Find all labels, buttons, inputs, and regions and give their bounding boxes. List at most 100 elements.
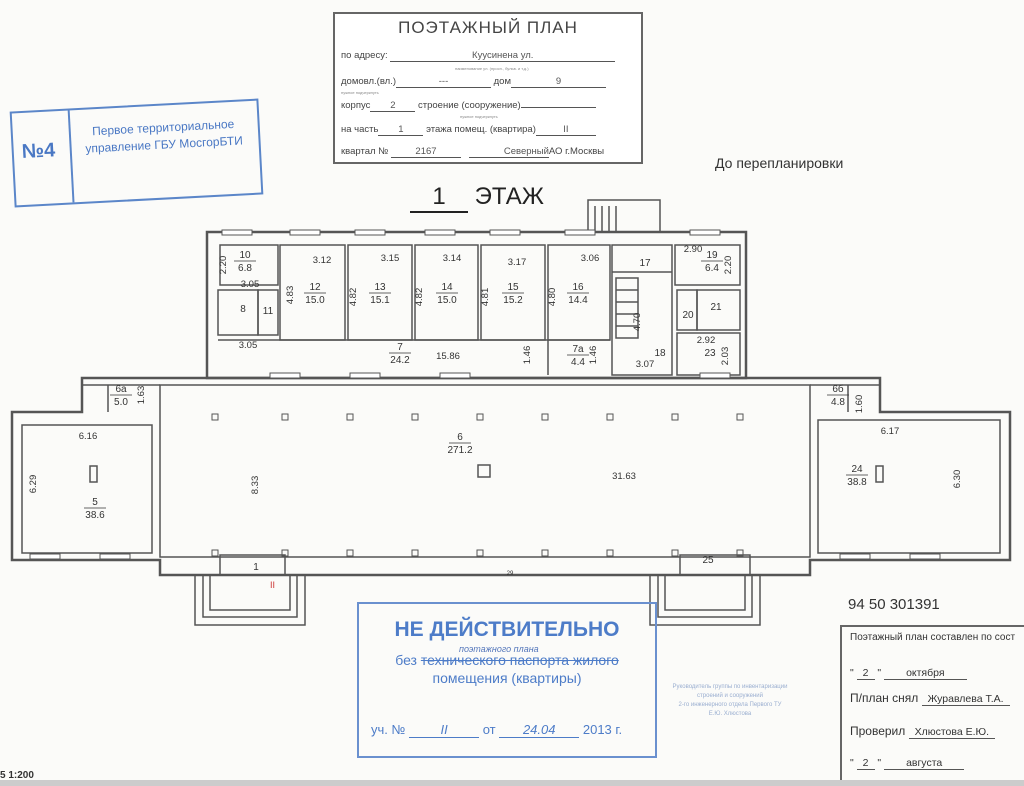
line1-struck: технического паспорта жилого	[420, 652, 619, 668]
room-number: 10	[239, 250, 251, 261]
walls	[10, 199, 1012, 626]
column	[211, 413, 219, 421]
window	[439, 372, 471, 379]
date2-day: 2	[856, 757, 875, 770]
dimension-label: 4.81	[480, 288, 491, 307]
room-number: 8	[240, 304, 246, 315]
window	[699, 372, 731, 379]
dimension-label: 3.15	[381, 253, 400, 264]
district-suffix: АО г.Москвы	[548, 146, 605, 157]
dimension-label: 29	[507, 571, 514, 577]
dimension-label: 2.20	[218, 256, 229, 275]
dimension-label: 1.46	[522, 346, 533, 365]
column	[606, 549, 614, 557]
dimension-label: 4.82	[348, 288, 359, 307]
room-number: 24	[851, 464, 863, 475]
dimension-label: 4.80	[547, 288, 558, 307]
dimension-label: 6.16	[79, 431, 98, 442]
dimension-label: 6.29	[28, 475, 39, 494]
dimension-label: 2.03	[720, 347, 731, 366]
domovl-hint: нужное подчеркнуть	[341, 90, 379, 95]
room-number: 15	[507, 282, 519, 293]
window	[564, 229, 596, 236]
room-area: 14.4	[568, 295, 588, 306]
room-area: 15.2	[503, 295, 523, 306]
before-replanning-note: До перепланировки	[715, 155, 844, 171]
domovl-value: ---	[396, 76, 491, 88]
handwritten-insert: поэтажного плана	[459, 644, 539, 654]
room-number: 7	[397, 342, 403, 353]
dimension-label: 2.90	[684, 244, 703, 255]
room-number: 6б	[832, 383, 844, 395]
dimension-label: 1.60	[854, 395, 865, 414]
invalid-stamp: НЕ ДЕЙСТВИТЕЛЬНО поэтажного плана без те…	[357, 602, 657, 758]
date-label: от	[482, 722, 496, 737]
dimension-label: 3.14	[443, 253, 462, 264]
room-area: 15.0	[437, 295, 457, 306]
room-number: 16	[572, 282, 584, 293]
part-label: на часть	[341, 124, 379, 135]
header-title: ПОЭТАЖНЫЙ ПЛАН	[398, 18, 578, 37]
room-number: 11	[263, 306, 274, 317]
part-value: 1	[378, 124, 424, 136]
dimension-label: 1.63	[136, 386, 147, 405]
kvartal-value: 2167	[391, 146, 461, 158]
dom-value: 9	[511, 76, 606, 88]
dimension-label: 1.46	[588, 346, 599, 365]
dimension-label: 6.30	[952, 470, 963, 489]
room-number: 23	[704, 348, 716, 359]
faint-line: Руководитель группы по инвентаризации	[672, 684, 788, 690]
stroenie-hint: нужное подчеркнуть	[460, 114, 498, 119]
checked-value: Хлюстова Е.Ю.	[908, 726, 996, 739]
dimension-label: 2.92	[697, 335, 716, 346]
signoff-header: Поэтажный план составлен по сост	[850, 632, 1016, 643]
invalid-heading: НЕ ДЕЙСТВИТЕЛЬНО	[394, 618, 620, 641]
column	[211, 549, 219, 557]
faint-line: Е.Ю. Хлюстова	[708, 711, 752, 717]
address-hint: наименование ул. (просп., бульв. и т.д.)	[455, 66, 529, 71]
date1-month: октября	[884, 667, 967, 680]
column	[411, 413, 419, 421]
room-number: 7а	[572, 344, 584, 355]
dimension-label: 4.82	[414, 288, 425, 307]
kvartal-label: квартал №	[341, 146, 389, 157]
room-number: 25	[702, 555, 714, 566]
window	[839, 553, 871, 560]
window	[354, 229, 386, 236]
faint-line: строений и сооружений	[697, 693, 763, 699]
dimension-labels: 2.203.053.053.124.833.154.823.144.823.17…	[28, 244, 963, 577]
window	[269, 372, 301, 379]
window	[689, 229, 721, 236]
dimension-label: 4.70	[632, 313, 643, 332]
dimension-label: 3.05	[241, 279, 260, 290]
room-number: 6	[457, 432, 463, 443]
columns	[211, 413, 744, 557]
window	[909, 553, 941, 560]
room-area: 5.0	[114, 397, 128, 408]
room-number: 19	[706, 250, 718, 261]
signoff-box: Поэтажный план составлен по сост " 2 " о…	[840, 625, 1024, 784]
column	[541, 413, 549, 421]
window	[424, 229, 456, 236]
floor-plan-header: ПОЭТАЖНЫЙ ПЛАН по адресу: Куусинена ул. …	[333, 12, 643, 164]
room-area: 4.8	[831, 397, 845, 408]
window	[99, 553, 131, 560]
stroenie-label: строение (сооружение)	[418, 100, 521, 111]
floor-value: II	[535, 124, 596, 136]
column	[736, 413, 744, 421]
floor-number: 1	[410, 183, 468, 213]
column	[606, 413, 614, 421]
surveyed-label: П/план снял	[850, 691, 919, 705]
line1-prefix: без	[395, 652, 417, 668]
column	[541, 549, 549, 557]
floor-label: ЭТАЖ	[474, 183, 544, 210]
room-area: 271.2	[447, 445, 472, 456]
address-label: по адресу:	[341, 50, 388, 61]
window	[489, 229, 521, 236]
dimension-label: 3.12	[313, 255, 332, 266]
room-number: 14	[441, 282, 453, 293]
date2-month: августа	[884, 757, 965, 770]
window	[289, 229, 321, 236]
date-value: 24.04	[499, 722, 580, 738]
column	[281, 413, 289, 421]
